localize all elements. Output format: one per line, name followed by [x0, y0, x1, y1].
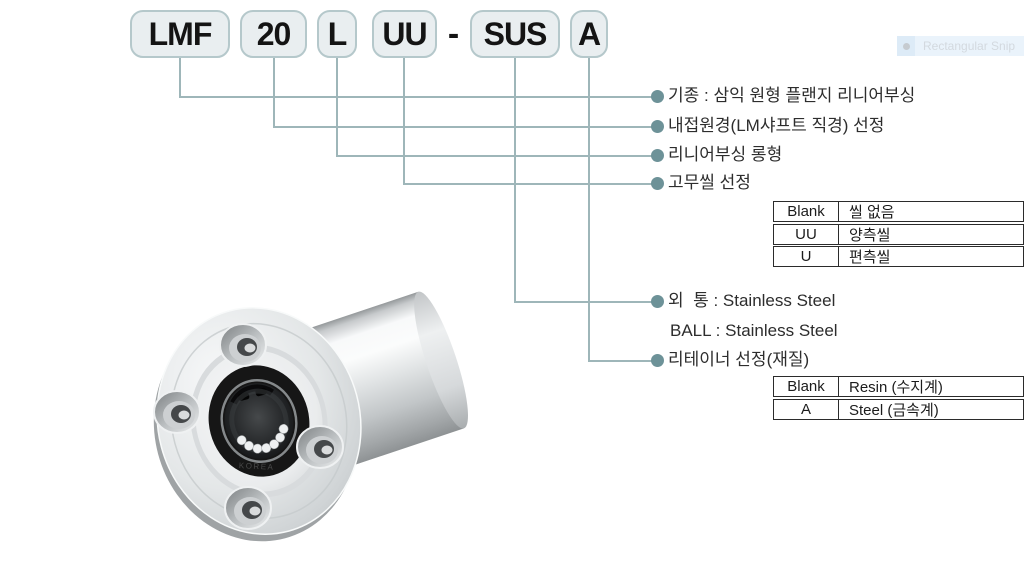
connector-hline-long [336, 155, 658, 157]
flanged-linear-bushing-image: KOREA [153, 291, 468, 542]
table-cell-value: 양측씰 [849, 226, 891, 244]
table-cell-value: Steel (금속계) [849, 401, 939, 419]
flange-bolt-holes [153, 323, 344, 530]
table-row: UU 양측씰 [773, 223, 1024, 245]
callout-bore: 내접원경(LM샤프트 직경) 선정 [668, 116, 885, 135]
connector-hline-model [179, 96, 658, 98]
bullet-icon [651, 90, 664, 103]
connector-vline-model [179, 58, 181, 97]
table-cell-value: 편측씰 [849, 249, 891, 266]
connector-hline-material [514, 301, 658, 303]
callout-seal: 고무씰 선정 [668, 173, 751, 192]
connector-vline-seal [403, 58, 405, 184]
code-segment-bore: 20 [240, 10, 307, 58]
snip-dot-icon [902, 42, 910, 50]
bullet-icon [651, 149, 664, 162]
connector-hline-bore [273, 126, 658, 128]
retainer-option-table: Blank Resin (수지계) A Steel (금속계) [773, 376, 1024, 421]
connector-vline-bore [273, 58, 275, 127]
table-row: A Steel (금속계) [773, 398, 1024, 420]
table-row: Blank Resin (수지계) [773, 376, 1024, 397]
table-cell-code: UU [774, 224, 839, 244]
seal-option-table: Blank 씰 없음 UU 양측씰 U 편측씰 [773, 201, 1024, 269]
code-segment-retainer: A [570, 10, 608, 58]
table-row: U 편측씰 [773, 246, 1024, 267]
code-segment-model: LMF [130, 10, 230, 58]
bullet-icon [651, 120, 664, 133]
snip-tool-label: Rectangular Snip [923, 39, 1016, 53]
connector-hline-retainer [588, 360, 658, 362]
callout-model: 기종 : 삼익 원형 플랜지 리니어부싱 [668, 86, 916, 105]
table-cell-value: Resin (수지계) [849, 379, 943, 396]
bearing-balls [236, 424, 289, 454]
table-cell-code: U [774, 247, 839, 266]
code-separator-dash: - [447, 14, 460, 53]
snip-tool-overlay[interactable]: Rectangular Snip [897, 36, 1024, 56]
table-cell-code: Blank [774, 377, 839, 396]
bullet-icon [651, 295, 664, 308]
callout-retainer: 리테이너 선정(재질) [668, 350, 810, 369]
connector-vline-long [336, 58, 338, 156]
table-cell-value: 씰 없음 [849, 204, 895, 221]
table-cell-code: A [774, 399, 839, 419]
callout-outer-material: 외 통 : Stainless Steel [668, 291, 836, 310]
connector-hline-seal [403, 183, 658, 185]
table-row: Blank 씰 없음 [773, 201, 1024, 222]
callout-long-type: 리니어부싱 롱형 [668, 145, 783, 164]
bushing-flange: KOREA [153, 307, 362, 542]
connector-vline-material [514, 58, 516, 302]
bullet-icon [651, 177, 664, 190]
code-segment-material: SUS [470, 10, 560, 58]
seal-engraving: KOREA [239, 461, 275, 472]
callout-ball-material: BALL : Stainless Steel [670, 321, 838, 340]
code-segment-long: L [317, 10, 357, 58]
snip-mode-icon [897, 36, 915, 56]
bullet-icon [651, 354, 664, 367]
code-segment-seal: UU [372, 10, 437, 58]
table-cell-code: Blank [774, 202, 839, 221]
connector-vline-retainer [588, 58, 590, 361]
